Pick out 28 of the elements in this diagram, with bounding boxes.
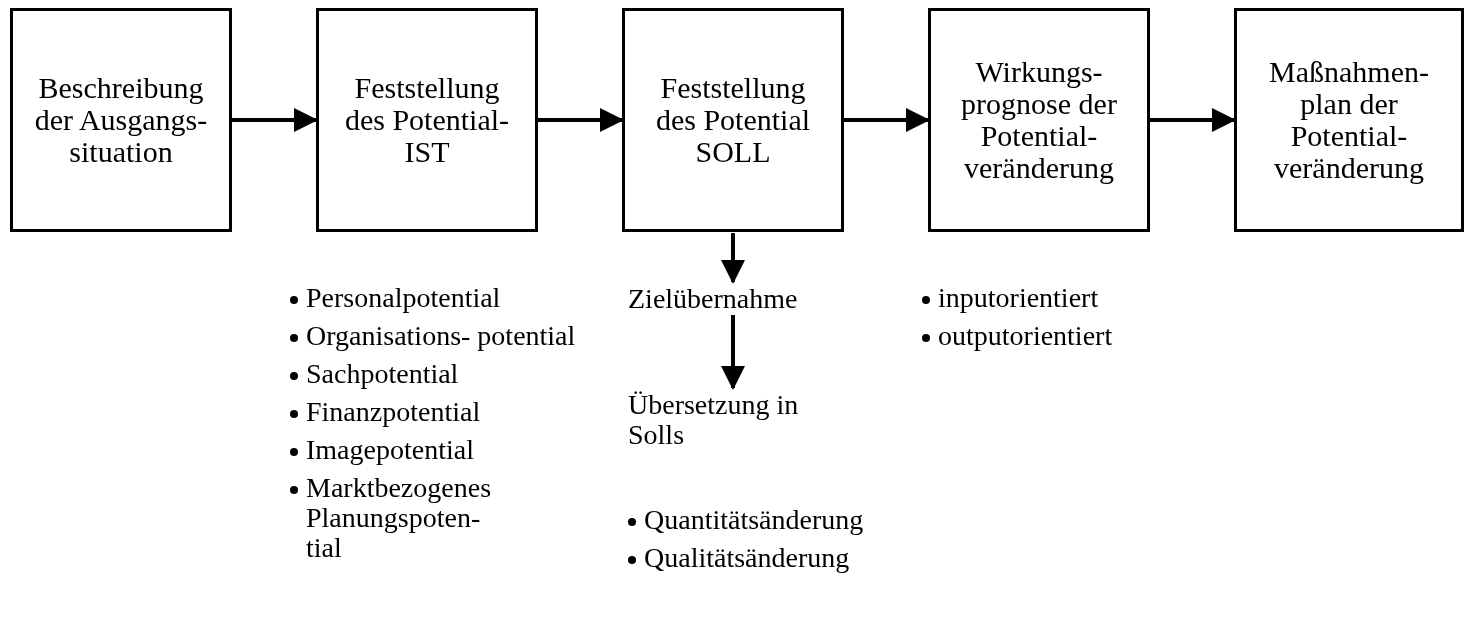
arrow (232, 108, 318, 132)
arrow (1150, 108, 1236, 132)
list-item: Qualitätsänderung (644, 543, 851, 573)
box-text: Feststellung des Potential SOLL (654, 72, 812, 168)
list-item: outputorientiert (938, 321, 1114, 351)
arrow (721, 233, 745, 284)
box-text: Beschreibung der Ausgangs- situation (33, 72, 209, 168)
list-item: Personalpotential (306, 283, 502, 313)
list-item: Sachpotential (306, 359, 460, 389)
box-text: Maßnahmen- plan der Potential- veränderung (1268, 56, 1430, 184)
list-item: Imagepotential (306, 435, 475, 465)
step-text: Übersetzung in Solls (628, 390, 848, 450)
list-item: Organisations- potential (306, 321, 577, 351)
list-item: Quantitätsänderung (644, 505, 865, 535)
step-text: Zielübernahme (628, 284, 848, 314)
process-box (1234, 8, 1464, 232)
process-box (316, 8, 538, 232)
box-text: Feststellung des Potential- IST (343, 72, 511, 168)
process-box (622, 8, 844, 232)
arrow (844, 108, 930, 132)
process-box (928, 8, 1150, 232)
box-text: Wirkungs- prognose der Potential- veränderung (960, 56, 1118, 184)
arrow (538, 108, 624, 132)
arrow (721, 315, 745, 390)
process-box (10, 8, 232, 232)
list-item: Finanzpotential (306, 397, 482, 427)
list-item: Marktbezogenes Planungspoten- tial (306, 473, 493, 563)
list-item: inputorientiert (938, 283, 1100, 313)
